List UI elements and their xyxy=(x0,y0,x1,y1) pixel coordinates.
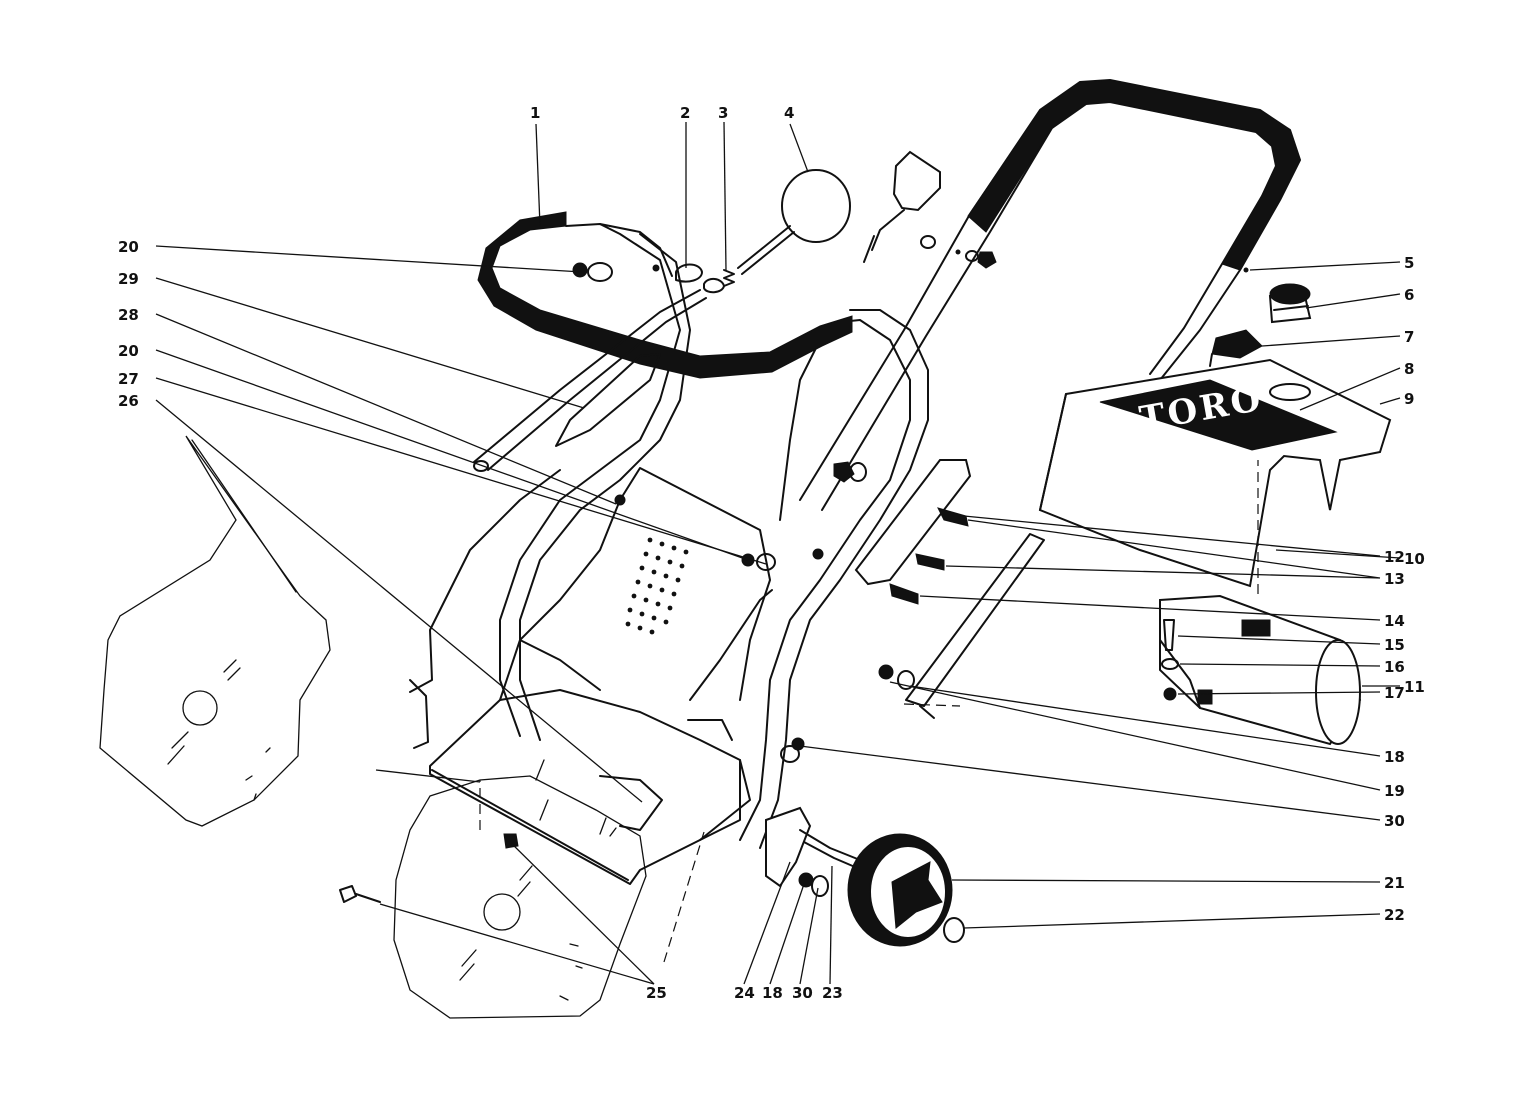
primer-bulb xyxy=(1209,329,1263,367)
tank-strap-hardware xyxy=(1161,619,1179,701)
callout-9: 9 xyxy=(1404,390,1414,408)
callout-18-right: 18 xyxy=(1384,748,1405,766)
side-shield-left xyxy=(99,435,331,827)
callout-28: 28 xyxy=(118,306,139,324)
fuel-cap xyxy=(1268,283,1312,324)
callout-25: 25 xyxy=(646,984,667,1002)
callout-10: 10 xyxy=(1404,550,1425,568)
callout-7: 7 xyxy=(1404,328,1414,346)
callout-30-right: 30 xyxy=(1384,812,1405,830)
main-handle xyxy=(799,79,1301,511)
link-loop xyxy=(737,169,851,275)
callout-2: 2 xyxy=(680,104,690,122)
callout-29: 29 xyxy=(118,270,139,288)
callout-26: 26 xyxy=(118,392,139,410)
callout-22: 22 xyxy=(1384,906,1405,924)
frame-tubes xyxy=(499,223,929,849)
callout-4: 4 xyxy=(784,104,794,122)
callout-1: 1 xyxy=(530,104,540,122)
callout-20-lower: 20 xyxy=(118,342,139,360)
callout-17: 17 xyxy=(1384,684,1405,702)
tank-cover: TORO xyxy=(1038,358,1392,588)
callout-27: 27 xyxy=(118,370,139,388)
callout-labels: 1 2 3 4 5 6 7 8 9 10 11 12 13 14 15 16 1… xyxy=(118,104,1425,1002)
callout-12: 12 xyxy=(1384,548,1405,566)
callout-14: 14 xyxy=(1384,612,1405,630)
frame-hardware xyxy=(339,262,867,903)
wheel-assembly xyxy=(765,806,965,947)
callout-24: 24 xyxy=(734,984,755,1002)
callout-21: 21 xyxy=(1384,874,1405,892)
side-shield-bottom xyxy=(393,775,647,1019)
assembly-guide-lines xyxy=(479,460,1259,963)
callout-15: 15 xyxy=(1384,636,1405,654)
callout-19: 19 xyxy=(1384,782,1405,800)
leader-lines xyxy=(155,121,1401,985)
callout-5: 5 xyxy=(1404,254,1414,272)
housing-chute xyxy=(409,467,773,885)
shift-rod xyxy=(473,289,707,472)
callout-8: 8 xyxy=(1404,360,1414,378)
spring-and-clip xyxy=(652,263,735,294)
callout-13: 13 xyxy=(1384,570,1405,588)
callout-30-bottom: 30 xyxy=(792,984,813,1002)
callout-20-top: 20 xyxy=(118,238,139,256)
t-knob xyxy=(863,150,997,269)
callout-3: 3 xyxy=(718,104,728,122)
callout-18-bottom: 18 xyxy=(762,984,783,1002)
callout-23: 23 xyxy=(822,984,843,1002)
grille-holes xyxy=(625,537,689,635)
fuel-tank xyxy=(1159,594,1362,746)
mount-bracket xyxy=(854,459,1045,719)
control-handle xyxy=(477,211,853,379)
callout-16: 16 xyxy=(1384,658,1405,676)
callout-6: 6 xyxy=(1404,286,1414,304)
callout-11: 11 xyxy=(1404,678,1425,696)
